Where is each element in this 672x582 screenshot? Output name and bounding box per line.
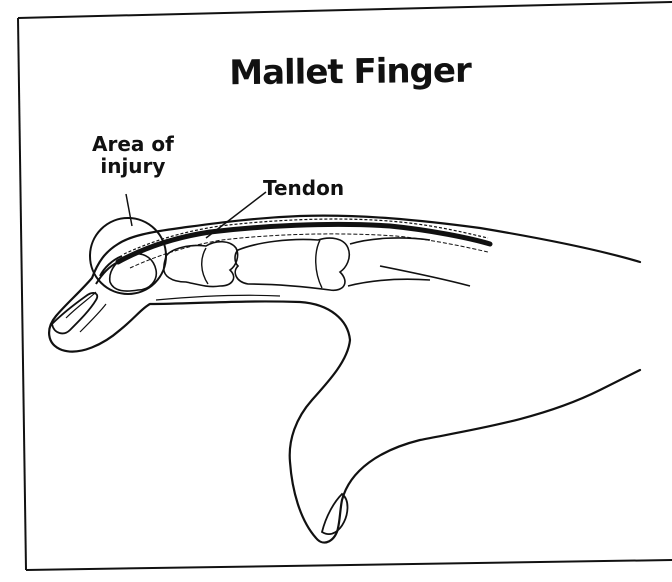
figure-border [18, 2, 672, 18]
joint-lines [202, 240, 322, 288]
finger-crease-inner [156, 295, 280, 300]
proximal-phalanx-bone [235, 238, 349, 290]
figure-border-left [18, 18, 26, 570]
middle-phalanx-bone [164, 242, 238, 287]
knuckle-crease [380, 266, 470, 286]
area-of-injury-label: Area of injury [92, 133, 174, 177]
metacarpal-bone [348, 238, 430, 286]
area-of-injury-leader [126, 194, 132, 226]
extensor-tendon [118, 224, 490, 262]
tendon-label: Tendon [263, 177, 344, 199]
area-of-injury-label-line2: injury [92, 155, 174, 177]
area-of-injury-label-line1: Area of [92, 133, 174, 155]
figure-border-bottom [26, 560, 672, 570]
thumbnail [322, 494, 348, 534]
diagram-title: Mallet Finger [0, 48, 672, 95]
